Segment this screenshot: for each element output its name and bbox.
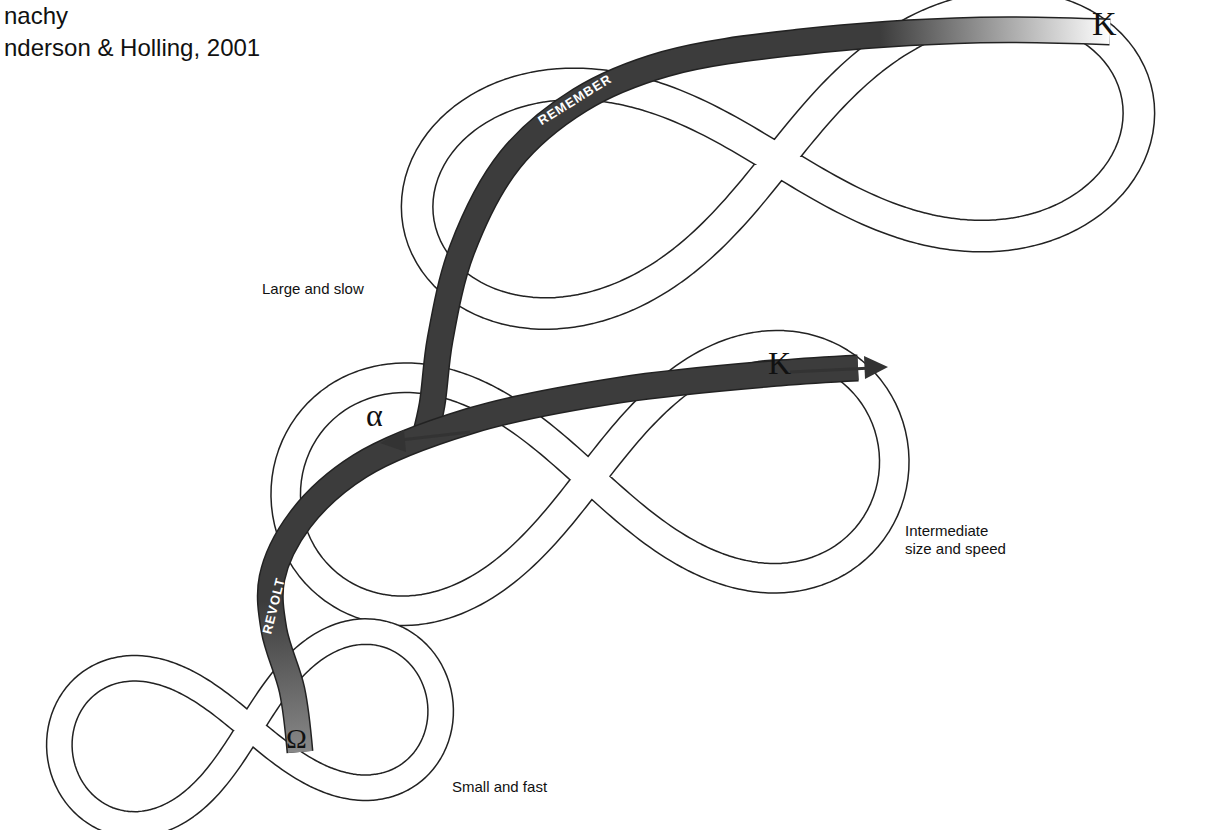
stage-letter: K xyxy=(768,344,791,382)
connection-bands xyxy=(270,30,1110,752)
scale-label: Small and fast xyxy=(452,778,547,796)
k-arrow-shaft xyxy=(790,368,872,372)
scale-label: Intermediate size and speed xyxy=(905,522,1017,558)
figure-citation: nderson & Holling, 2001 xyxy=(4,34,260,63)
small-fast-loop-edge xyxy=(59,632,440,825)
alpha-arrowhead xyxy=(380,430,406,452)
figure-title: nachy xyxy=(4,2,68,31)
stage-letter: K xyxy=(1092,4,1117,45)
revolt-band xyxy=(270,368,858,752)
adaptive-cycle-loops xyxy=(59,7,1139,825)
stage-letter: Ω xyxy=(286,722,307,756)
k-arrowhead xyxy=(864,356,888,379)
small-fast-loop xyxy=(59,632,440,825)
scale-label: Large and slow xyxy=(262,280,364,298)
stage-letter: α xyxy=(366,396,383,434)
revolt-band-edge xyxy=(270,368,858,752)
